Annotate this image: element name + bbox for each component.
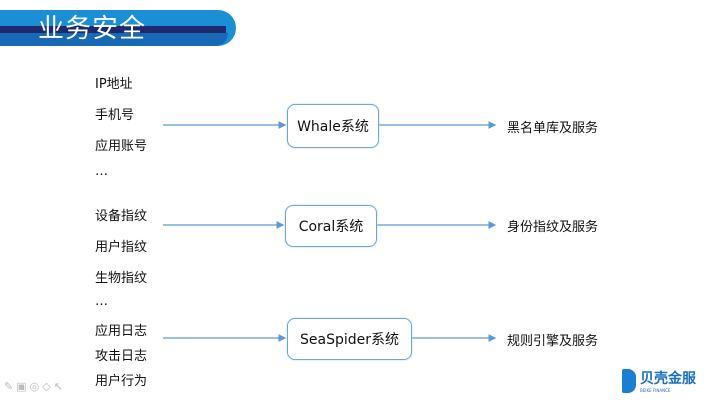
input-item: 生物指纹: [95, 271, 148, 286]
seaspider-system-box: SeaSpider系统: [287, 318, 412, 360]
eraser-icon[interactable]: ◇: [42, 380, 54, 393]
input-item: 设备指纹: [95, 209, 148, 224]
logo-mark-icon: [622, 368, 636, 393]
input-item: IP地址: [95, 77, 133, 92]
input-item: 用户指纹: [95, 240, 148, 255]
input-item: …: [95, 164, 108, 179]
pointer-icon[interactable]: ↖: [53, 380, 66, 393]
logo-tagline: BEIKE FINANCE: [640, 388, 671, 393]
zoom-icon[interactable]: ◎: [29, 380, 43, 393]
input-item: 攻击日志: [95, 349, 148, 364]
input-item: …: [95, 294, 108, 309]
output-item: 身份指纹及服务: [507, 220, 599, 235]
coral-system-box: Coral系统: [285, 205, 377, 247]
output-item: 黑名单库及服务: [507, 121, 599, 136]
page-title: 业务安全: [38, 14, 147, 44]
logo: 贝壳金服 BEIKE FINANCE: [622, 368, 696, 393]
slides-icon[interactable]: ▣: [16, 380, 30, 393]
input-item: 手机号: [95, 108, 135, 123]
pen-icon[interactable]: ✎: [4, 380, 17, 393]
output-item: 规则引擎及服务: [507, 334, 599, 349]
whale-system-box: Whale系统: [287, 104, 379, 148]
logo-name: 贝壳金服: [640, 371, 696, 387]
input-item: 应用账号: [95, 139, 148, 154]
title-banner: [0, 10, 236, 46]
presenter-toolbar: ✎▣◎◇↖: [4, 380, 66, 393]
input-item: 用户行为: [95, 374, 148, 389]
input-item: 应用日志: [95, 324, 148, 339]
